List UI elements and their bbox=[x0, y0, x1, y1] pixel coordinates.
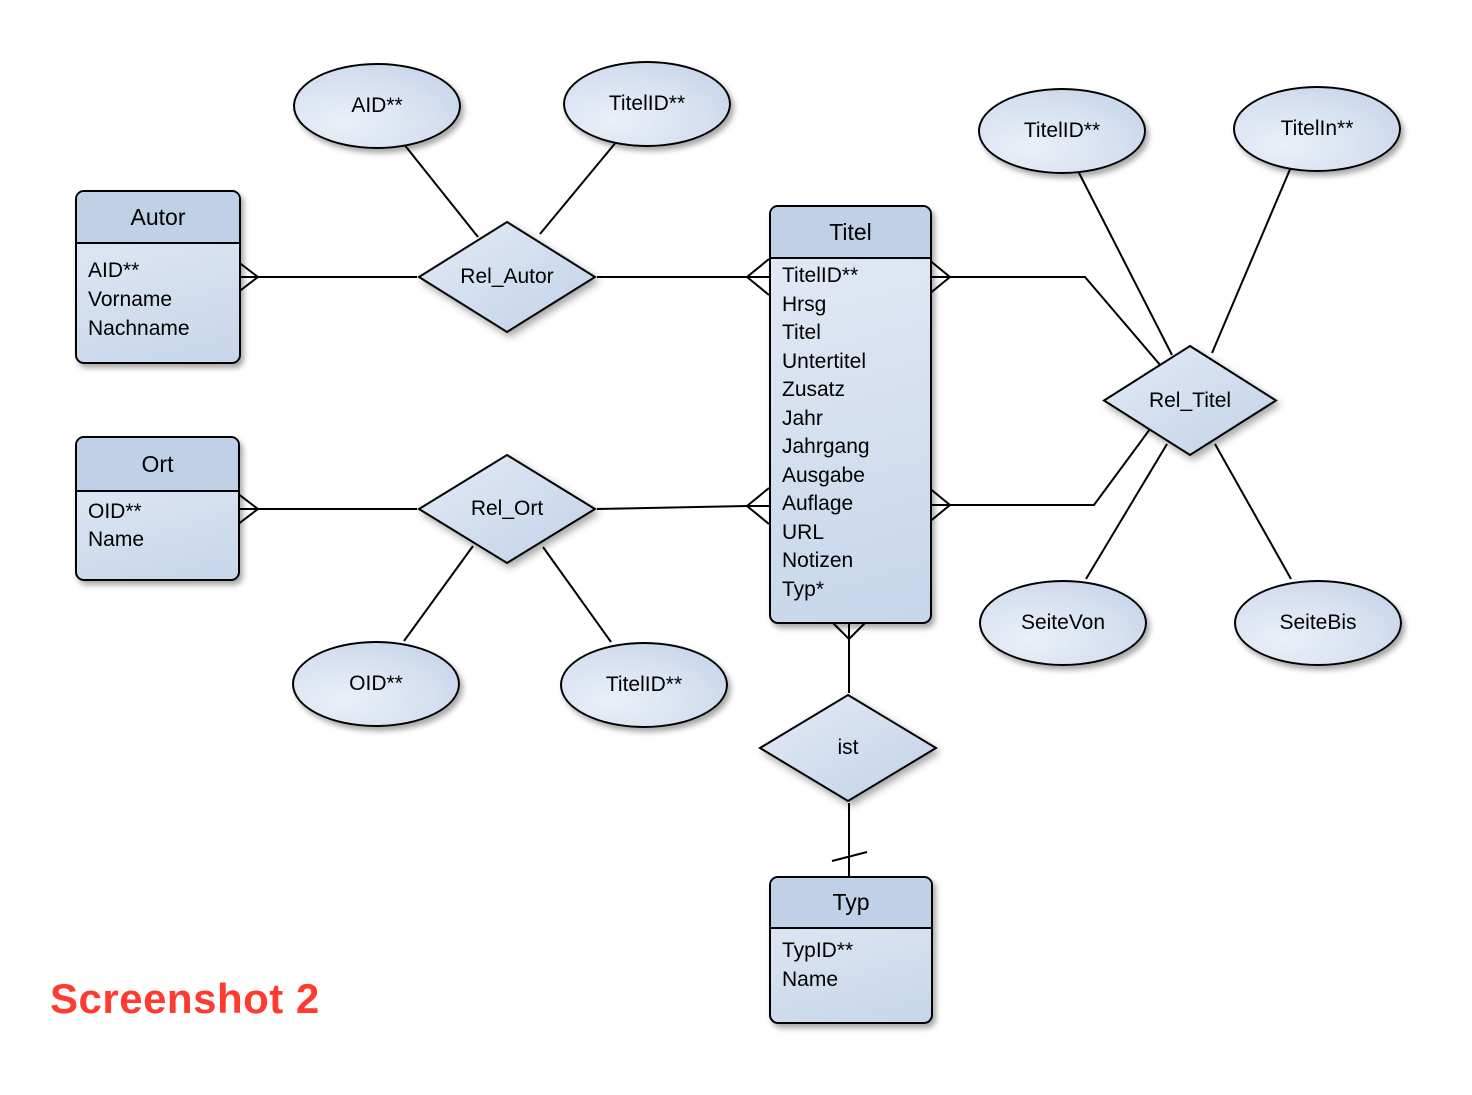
connector-titelin-rel-titel bbox=[1211, 166, 1292, 354]
entity-attribute: TypID** bbox=[782, 939, 854, 962]
attribute-label: TitelID** bbox=[605, 673, 683, 696]
attribute-label: SeiteVon bbox=[1020, 611, 1106, 634]
attribute-ellipse-titelin: TitelIn** bbox=[1233, 86, 1401, 172]
entity-attribute: Auflage bbox=[782, 492, 854, 515]
attribute-ellipse-seitevon: SeiteVon bbox=[979, 580, 1147, 666]
connector-titelid-rel-ort bbox=[542, 546, 612, 643]
attribute-label: TitelID** bbox=[1023, 119, 1101, 142]
connector-titelid-rel-titel bbox=[1076, 168, 1173, 356]
entity-attribute: OID** bbox=[88, 500, 142, 523]
diamond-shape bbox=[417, 220, 597, 334]
attribute-ellipse-oid: OID** bbox=[292, 641, 460, 727]
diamond-shape bbox=[758, 693, 938, 803]
entity-ort: Ort OID** Name bbox=[75, 436, 240, 581]
attribute-ellipse-titelid-titel: TitelID** bbox=[978, 88, 1146, 174]
entity-attribute: URL bbox=[782, 520, 825, 544]
crows-foot-ort bbox=[236, 492, 259, 526]
connector-titel-rel-titel-bottom bbox=[928, 428, 1151, 506]
entity-attribute: Name bbox=[782, 968, 839, 991]
one-tick-ist-typ bbox=[831, 851, 868, 862]
crows-foot-titel-left-top bbox=[746, 258, 770, 296]
crows-foot-titel-left-bottom bbox=[746, 487, 770, 525]
entity-attribute: Jahr bbox=[782, 406, 823, 430]
connector-seitevon-rel-titel bbox=[1085, 443, 1168, 580]
entity-ort-title: Ort bbox=[77, 438, 238, 492]
entity-attribute: Nachname bbox=[88, 317, 190, 340]
entity-titel-title: Titel bbox=[771, 207, 930, 259]
attribute-label: OID** bbox=[349, 672, 403, 695]
relationship-rel-ort: Rel_Ort bbox=[417, 453, 597, 565]
relationship-rel-autor: Rel_Autor bbox=[417, 220, 597, 334]
entity-autor-title: Autor bbox=[77, 192, 239, 244]
entity-attribute: Notizen bbox=[782, 549, 854, 572]
relationship-rel-titel: Rel_Titel bbox=[1102, 344, 1278, 457]
entity-attribute: Jahrgang bbox=[782, 435, 870, 458]
entity-attribute: Untertitel bbox=[782, 349, 867, 373]
connector-seitebis-rel-titel bbox=[1214, 443, 1292, 580]
diamond-shape bbox=[417, 453, 597, 565]
caption: Screenshot 2 bbox=[50, 975, 320, 1022]
attribute-ellipse-seitebis: SeiteBis bbox=[1234, 580, 1402, 666]
attribute-label: AID** bbox=[351, 94, 403, 117]
relationship-ist: ist bbox=[758, 693, 938, 803]
attribute-ellipse-titelid-autor: TitelID** bbox=[563, 61, 731, 147]
connector-rel-ort-titel bbox=[596, 505, 769, 510]
entity-attribute: AID** bbox=[88, 259, 140, 282]
attribute-label: TitelID** bbox=[608, 92, 686, 115]
entity-attribute: TitelID** bbox=[782, 264, 859, 287]
connector-aid-rel-autor bbox=[402, 142, 479, 238]
connector-titelid-rel-autor bbox=[539, 140, 618, 235]
connector-oid-rel-ort bbox=[403, 545, 474, 642]
entity-attribute: Titel bbox=[782, 321, 821, 344]
crows-foot-titel-bottom bbox=[830, 620, 868, 640]
entity-attribute: Hrsg bbox=[782, 292, 827, 316]
attribute-ellipse-titelid-ort: TitelID** bbox=[560, 642, 728, 728]
entity-attribute: Typ* bbox=[782, 577, 825, 601]
entity-attribute: Ausgabe bbox=[782, 463, 865, 487]
entity-typ-title: Typ bbox=[771, 878, 931, 929]
attribute-label: SeiteBis bbox=[1279, 611, 1357, 634]
entity-attribute: Name bbox=[88, 528, 145, 551]
entity-ort-attributes: OID** Name bbox=[77, 492, 238, 554]
attribute-ellipse-aid: AID** bbox=[293, 63, 461, 149]
diamond-shape bbox=[1102, 344, 1278, 457]
entity-attribute: Vorname bbox=[88, 288, 173, 311]
attribute-label: TitelIn** bbox=[1280, 117, 1354, 140]
entity-typ: Typ TypID** Name bbox=[769, 876, 933, 1024]
entity-attribute: Zusatz bbox=[782, 378, 846, 401]
connector-titel-rel-titel-top bbox=[928, 276, 1162, 367]
entity-typ-attributes: TypID** Name bbox=[771, 929, 931, 994]
